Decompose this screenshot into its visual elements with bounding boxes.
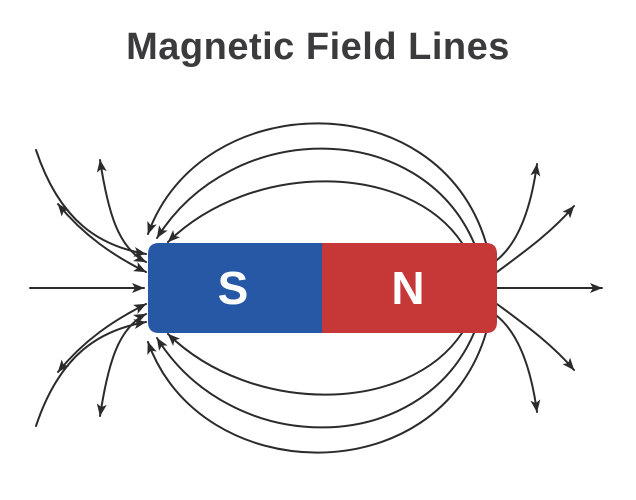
field-line-left-line-outer-bottom (35, 319, 147, 427)
field-line-bottom-loop-inner (167, 332, 463, 396)
north-pole-label: N (391, 262, 424, 314)
field-line-bottom-loop-middle (156, 332, 475, 429)
bar-magnet: S N (148, 243, 497, 333)
field-line-right-line-bottom (496, 303, 575, 371)
field-line-left-line-bottom-steep (96, 313, 147, 417)
field-line-top-loop-inner (167, 180, 463, 244)
field-line-right-line-bottom-steep (496, 315, 541, 413)
field-line-left-line-top-steep (96, 159, 147, 263)
magnet-north-pole (322, 243, 497, 333)
south-pole-label: S (218, 262, 249, 314)
field-line-left-line-outer-top (35, 149, 147, 257)
field-line-left-line-top (57, 203, 147, 273)
field-line-bottom-loop-outer (147, 332, 487, 454)
field-line-top-loop-middle (156, 147, 475, 244)
field-line-right-line-top (496, 205, 575, 273)
field-line-right-line-top-steep (496, 163, 541, 261)
field-lines-layer (29, 122, 603, 454)
field-line-top-loop-outer (147, 122, 487, 244)
page-title: Magnetic Field Lines (126, 26, 510, 68)
magnet-south-pole (148, 243, 322, 333)
